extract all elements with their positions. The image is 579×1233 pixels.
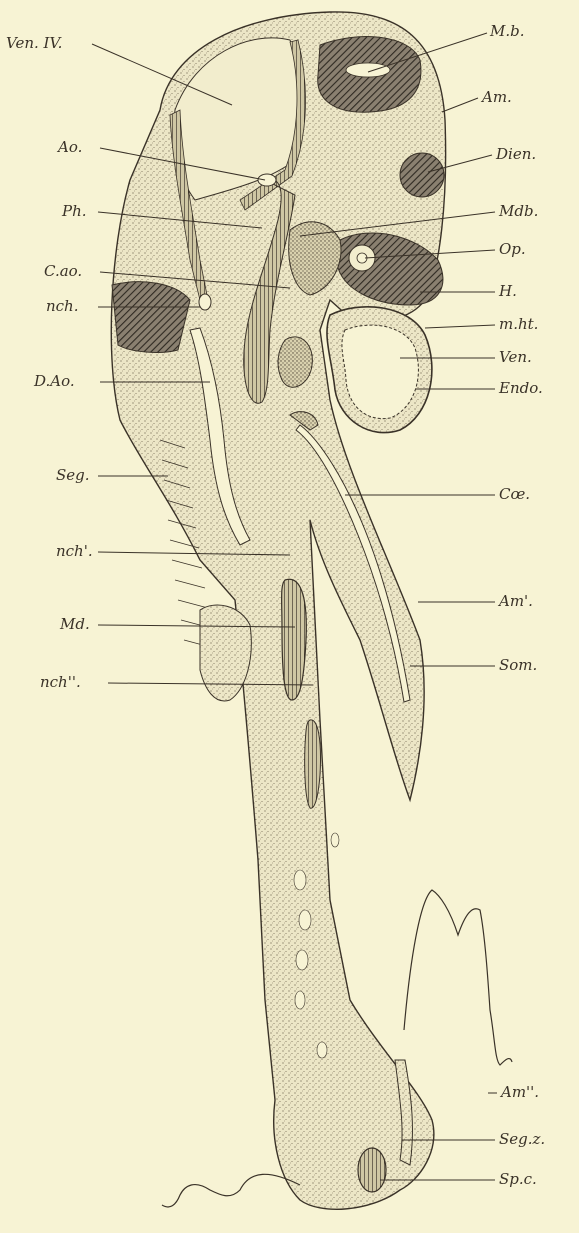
label-seg: Seg. <box>56 468 90 483</box>
label-mdb: Mdb. <box>499 204 538 219</box>
label-coe: Cœ. <box>499 487 530 502</box>
label-m-ht: m.ht. <box>499 317 538 332</box>
aorta-lumen <box>258 174 276 186</box>
label-mb: M.b. <box>490 24 525 39</box>
embryo-body <box>111 12 445 1209</box>
label-op: Op. <box>499 242 526 257</box>
label-am-prime: Am'. <box>499 594 533 609</box>
label-ph: Ph. <box>62 204 87 219</box>
label-ven: Ven. <box>499 350 532 365</box>
label-nch-double-prime: nch''. <box>40 675 81 690</box>
label-nch: nch. <box>46 299 79 314</box>
label-d-ao: D.Ao. <box>34 374 75 389</box>
amnion-left-tail <box>162 1174 300 1207</box>
label-som: Som. <box>499 658 537 673</box>
midbrain-lumen <box>346 63 390 77</box>
head-outline <box>111 12 445 1209</box>
label-seg-z: Seg.z. <box>499 1132 545 1147</box>
amnion-right <box>404 890 512 1065</box>
label-am-double-prime: Am''. <box>501 1085 539 1100</box>
label-am: Am. <box>482 90 512 105</box>
label-sp-c: Sp.c. <box>499 1172 537 1187</box>
label-endo: Endo. <box>499 381 543 396</box>
label-ven-iv: Ven. IV. <box>6 36 62 51</box>
label-h: H. <box>499 284 517 299</box>
label-dien: Dien. <box>496 147 536 162</box>
label-md: Md. <box>60 617 90 632</box>
head-mesoderm-hatched <box>112 282 190 353</box>
spinal-cord <box>358 1148 386 1192</box>
notochord-section <box>199 294 211 310</box>
label-nch-prime: nch'. <box>56 544 93 559</box>
diencephalon <box>400 153 444 197</box>
label-ao: Ao. <box>58 140 82 155</box>
label-c-ao: C.ao. <box>44 264 82 279</box>
